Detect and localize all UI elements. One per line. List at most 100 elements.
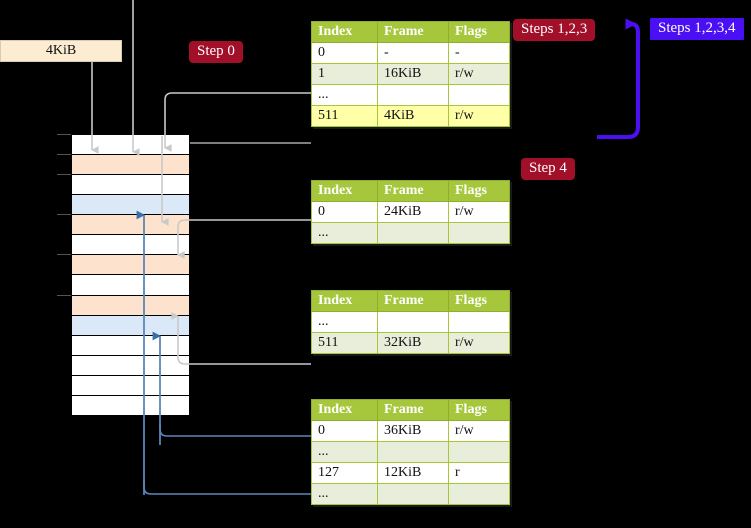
table-cell-index: 1 bbox=[311, 63, 378, 85]
table-cell-flags: r bbox=[448, 462, 510, 484]
table-cell-flags: r/w bbox=[448, 105, 510, 127]
table-cell-frame: 32KiB bbox=[377, 332, 449, 354]
column-header-flags: Flags bbox=[448, 21, 510, 43]
table-cell-frame: 16KiB bbox=[377, 63, 449, 85]
memory-frame-white bbox=[72, 235, 189, 256]
size-box-label: 4KiB bbox=[45, 43, 77, 58]
memory-frame-white bbox=[72, 175, 189, 196]
memory-tick bbox=[57, 214, 71, 216]
memory-frame-orange bbox=[72, 255, 189, 276]
table-cell-frame: 36KiB bbox=[377, 420, 449, 442]
column-header-frame: Frame bbox=[377, 290, 449, 312]
table-row: ... bbox=[311, 483, 510, 505]
table-cell-flags bbox=[448, 222, 510, 244]
memory-tick bbox=[57, 254, 71, 256]
memory-frame-blue bbox=[72, 315, 189, 336]
table-cell-index: ... bbox=[311, 222, 378, 244]
column-header-index: Index bbox=[311, 399, 378, 421]
memory-frame-white bbox=[72, 355, 189, 376]
column-header-index: Index bbox=[311, 21, 378, 43]
table-cell-index: ... bbox=[311, 483, 378, 505]
badge-steps-1234: Steps 1,2,3,4 bbox=[650, 18, 744, 40]
badge-step-0-label: Step 0 bbox=[197, 43, 235, 59]
memory-tick bbox=[57, 134, 71, 135]
physical-memory-column bbox=[71, 134, 190, 416]
table-cell-frame: 24KiB bbox=[377, 201, 449, 223]
table-cell-frame bbox=[377, 84, 449, 106]
table-row: ... bbox=[311, 222, 510, 244]
table-cell-frame bbox=[377, 311, 449, 333]
column-header-frame: Frame bbox=[377, 180, 449, 202]
table-cell-frame: - bbox=[377, 42, 449, 64]
column-header-index: Index bbox=[311, 290, 378, 312]
table-cell-index: 0 bbox=[311, 42, 378, 64]
memory-frame-orange bbox=[72, 215, 189, 236]
table-cell-flags: r/w bbox=[448, 201, 510, 223]
column-header-flags: Flags bbox=[448, 290, 510, 312]
memory-tick bbox=[57, 294, 71, 296]
table-cell-frame bbox=[377, 483, 449, 505]
badge-step-4-label: Step 4 bbox=[529, 160, 567, 176]
table-cell-index: 0 bbox=[311, 420, 378, 442]
memory-tick bbox=[57, 174, 71, 176]
memory-frame-white bbox=[72, 135, 189, 156]
table-cell-frame bbox=[377, 441, 449, 463]
column-header-index: Index bbox=[311, 180, 378, 202]
wire-pt-row0 bbox=[159, 424, 311, 437]
table-cell-flags: - bbox=[448, 42, 510, 64]
table-cell-flags: r/w bbox=[448, 420, 510, 442]
table-cell-index: 0 bbox=[311, 201, 378, 223]
table-cell-index: 511 bbox=[311, 332, 378, 354]
memory-frame-white bbox=[72, 335, 189, 356]
badge-steps-123-label: Steps 1,2,3 bbox=[521, 21, 588, 37]
badge-step-0: Step 0 bbox=[189, 41, 243, 63]
table-row: ... bbox=[311, 311, 510, 333]
column-header-frame: Frame bbox=[377, 21, 449, 43]
memory-frame-white bbox=[72, 375, 189, 396]
wire-violet-bracket bbox=[597, 18, 640, 139]
table-cell-index: ... bbox=[311, 311, 378, 333]
table-cell-flags bbox=[448, 483, 510, 505]
column-header-flags: Flags bbox=[448, 180, 510, 202]
memory-tick bbox=[57, 154, 71, 156]
wire-pt-row127 bbox=[143, 480, 311, 495]
memory-frame-white bbox=[72, 275, 189, 296]
table-cell-index: 127 bbox=[311, 462, 378, 484]
badge-steps-1234-label: Steps 1,2,3,4 bbox=[658, 20, 736, 36]
memory-frame-blue bbox=[72, 195, 189, 216]
table-cell-flags bbox=[448, 441, 510, 463]
table-row: ... bbox=[311, 441, 510, 463]
table-cell-flags: r/w bbox=[448, 63, 510, 85]
badge-step-4: Step 4 bbox=[521, 158, 575, 180]
table-cell-flags bbox=[448, 84, 510, 106]
table-cell-index: ... bbox=[311, 441, 378, 463]
column-header-frame: Frame bbox=[377, 399, 449, 421]
table-row: ... bbox=[311, 84, 510, 106]
memory-frame-orange bbox=[72, 295, 189, 316]
wire-pdpt-down bbox=[177, 219, 311, 259]
column-header-flags: Flags bbox=[448, 399, 510, 421]
memory-frame-white bbox=[72, 395, 189, 416]
table-cell-index: 511 bbox=[311, 105, 378, 127]
table-cell-flags: r/w bbox=[448, 332, 510, 354]
size-box-4kib: 4KiB bbox=[0, 40, 122, 62]
table-cell-frame: 12KiB bbox=[377, 462, 449, 484]
table-cell-frame: 4KiB bbox=[377, 105, 449, 127]
badge-steps-123: Steps 1,2,3 bbox=[513, 19, 596, 41]
table-cell-frame bbox=[377, 222, 449, 244]
table-cell-index: ... bbox=[311, 84, 378, 106]
table-row: 0-- bbox=[311, 42, 510, 64]
memory-frame-orange bbox=[72, 155, 189, 176]
wire-pd-to-memory bbox=[171, 312, 311, 365]
